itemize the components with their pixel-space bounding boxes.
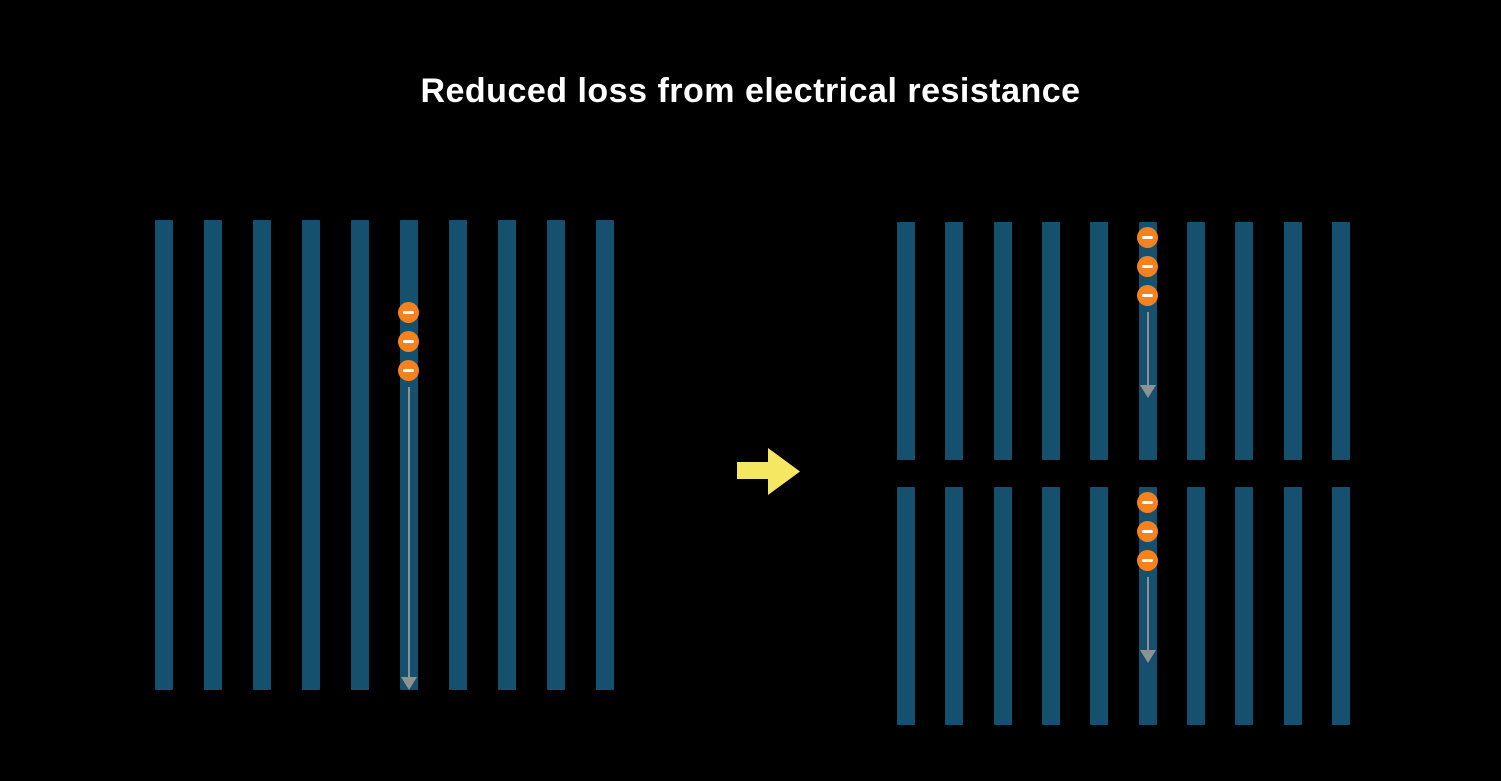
finger-bar <box>1186 487 1205 725</box>
finger-bar <box>1235 222 1254 460</box>
minus-symbol <box>403 311 414 314</box>
finger-bar-group <box>897 487 1350 725</box>
electron-icon <box>1137 550 1158 571</box>
finger-bar <box>155 220 173 690</box>
minus-symbol <box>1142 265 1153 268</box>
finger-bar <box>993 487 1012 725</box>
electron-stack <box>1137 492 1158 571</box>
arrow-shaft <box>407 387 410 677</box>
arrow-shaft <box>1146 577 1149 650</box>
finger-bar-group <box>897 222 1350 460</box>
finger-bar <box>1186 222 1205 460</box>
electron-icon <box>1137 492 1158 513</box>
finger-bar <box>1041 222 1060 460</box>
electron-icon <box>1137 227 1158 248</box>
finger-bar <box>596 220 614 690</box>
finger-bar <box>1283 487 1302 725</box>
minus-symbol <box>1142 236 1153 239</box>
finger-bar <box>1090 487 1109 725</box>
arrow-head <box>1139 650 1156 663</box>
finger-bar-group <box>155 220 614 690</box>
minus-symbol <box>1142 501 1153 504</box>
finger-bar <box>1235 487 1254 725</box>
right-block-arrow-icon <box>737 448 800 495</box>
half-cell-bottom-panel <box>897 487 1350 725</box>
finger-bar <box>897 487 915 725</box>
finger-bar <box>945 487 964 725</box>
finger-bar <box>993 222 1012 460</box>
finger-bar <box>1090 222 1109 460</box>
finger-bar <box>498 220 516 690</box>
finger-bar <box>253 220 271 690</box>
minus-symbol <box>403 340 414 343</box>
electron-stack <box>1137 227 1158 306</box>
electron-icon <box>1137 521 1158 542</box>
arrow-head <box>1139 385 1156 398</box>
arrow-head <box>400 677 417 690</box>
electron-icon <box>398 360 419 381</box>
electron-stack <box>398 302 419 381</box>
finger-bar <box>1331 222 1350 460</box>
minus-symbol <box>1142 559 1153 562</box>
finger-bar <box>945 222 964 460</box>
arrow-shaft <box>1146 312 1149 385</box>
finger-bar <box>547 220 565 690</box>
finger-bar <box>1283 222 1302 460</box>
electron-icon <box>1137 256 1158 277</box>
finger-bar <box>351 220 369 690</box>
finger-bar <box>1041 487 1060 725</box>
electron-flow <box>1137 492 1158 663</box>
minus-symbol <box>1142 530 1153 533</box>
finger-bar <box>204 220 222 690</box>
finger-bar <box>449 220 467 690</box>
minus-symbol <box>1142 294 1153 297</box>
electron-flow <box>398 302 419 690</box>
down-arrow-icon <box>400 387 417 690</box>
finger-bar <box>1331 487 1350 725</box>
electron-icon <box>398 331 419 352</box>
down-arrow-icon <box>1139 312 1156 398</box>
electron-icon <box>398 302 419 323</box>
electron-icon <box>1137 285 1158 306</box>
finger-bar <box>897 222 915 460</box>
minus-symbol <box>403 369 414 372</box>
full-cell-panel <box>155 220 614 690</box>
electron-flow <box>1137 227 1158 398</box>
down-arrow-icon <box>1139 577 1156 663</box>
half-cell-top-panel <box>897 222 1350 460</box>
finger-bar <box>302 220 320 690</box>
diagram-title: Reduced loss from electrical resistance <box>420 72 1081 110</box>
